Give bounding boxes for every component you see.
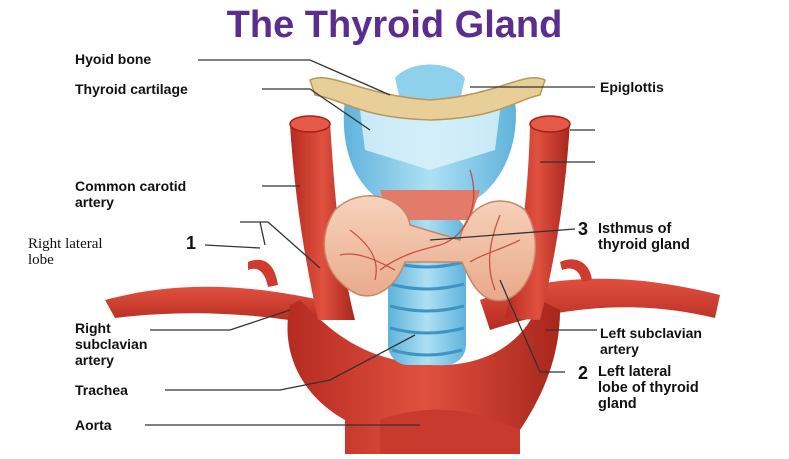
label-hyoid-bone: Hyoid bone [75, 51, 151, 67]
number-3: 3 [578, 219, 588, 240]
label-right-subclavian-artery: Right subclavian artery [75, 320, 147, 368]
label-left-subclavian-artery: Left subclavian artery [600, 325, 702, 357]
label-epiglottis: Epiglottis [600, 79, 664, 95]
label-left-lateral-lobe: Left lateral lobe of thyroid gland [598, 364, 699, 412]
label-aorta: Aorta [75, 417, 112, 433]
label-isthmus: Isthmus of thyroid gland [598, 221, 690, 253]
label-common-carotid-artery: Common carotid artery [75, 178, 186, 210]
number-2: 2 [578, 363, 588, 384]
page-title: The Thyroid Gland [0, 4, 789, 47]
label-thyroid-cartilage: Thyroid cartilage [75, 81, 188, 97]
number-1: 1 [186, 233, 196, 254]
label-right-lateral-lobe: Right lateral lobe [28, 236, 103, 268]
label-trachea: Trachea [75, 382, 128, 398]
